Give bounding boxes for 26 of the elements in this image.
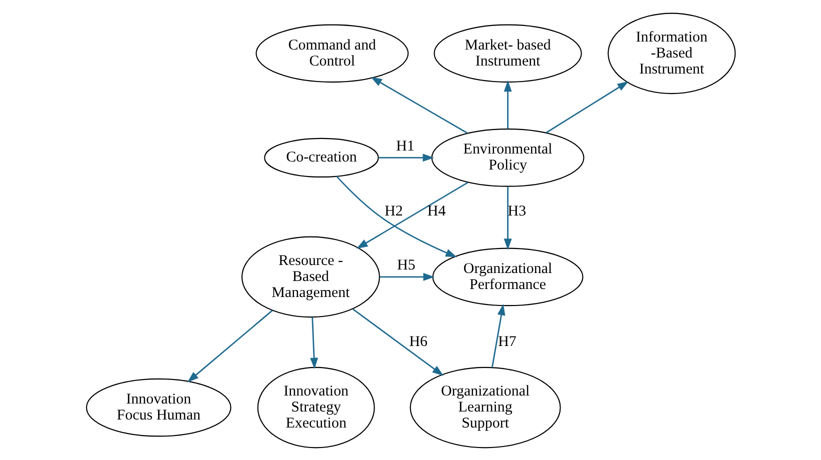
- arrow: [503, 186, 512, 250]
- arrow: [490, 303, 505, 368]
- arrow: [336, 175, 457, 257]
- arrow: [370, 76, 468, 134]
- node-ellipse: Co-creation: [264, 137, 378, 177]
- edge-label: H6: [408, 334, 428, 350]
- arrow: [310, 316, 318, 369]
- arrow: [352, 308, 444, 376]
- node-ellipse: Resource - Based Management: [240, 236, 380, 318]
- node-ellipse: Innovation Focus Human: [85, 378, 231, 436]
- arrow: [503, 80, 512, 128]
- arrow: [356, 181, 468, 248]
- edge-label: H5: [396, 257, 415, 274]
- node-ellipse: Command and Control: [255, 24, 408, 82]
- edge-label: H4: [426, 203, 446, 220]
- arrow: [379, 272, 434, 280]
- node-ellipse: Information -Based Instrument: [607, 12, 736, 94]
- node-ellipse: Environmental Policy: [430, 128, 584, 186]
- arrow: [545, 80, 628, 133]
- node-ellipse: Market- based Instrument: [433, 24, 582, 82]
- node-ellipse: Innovation Strategy Execution: [256, 366, 374, 448]
- edge-label: H7: [498, 334, 516, 350]
- arrow: [186, 309, 272, 382]
- edge-label: H1: [396, 138, 414, 154]
- edge-label: H2: [384, 203, 402, 220]
- arrow: [378, 153, 434, 162]
